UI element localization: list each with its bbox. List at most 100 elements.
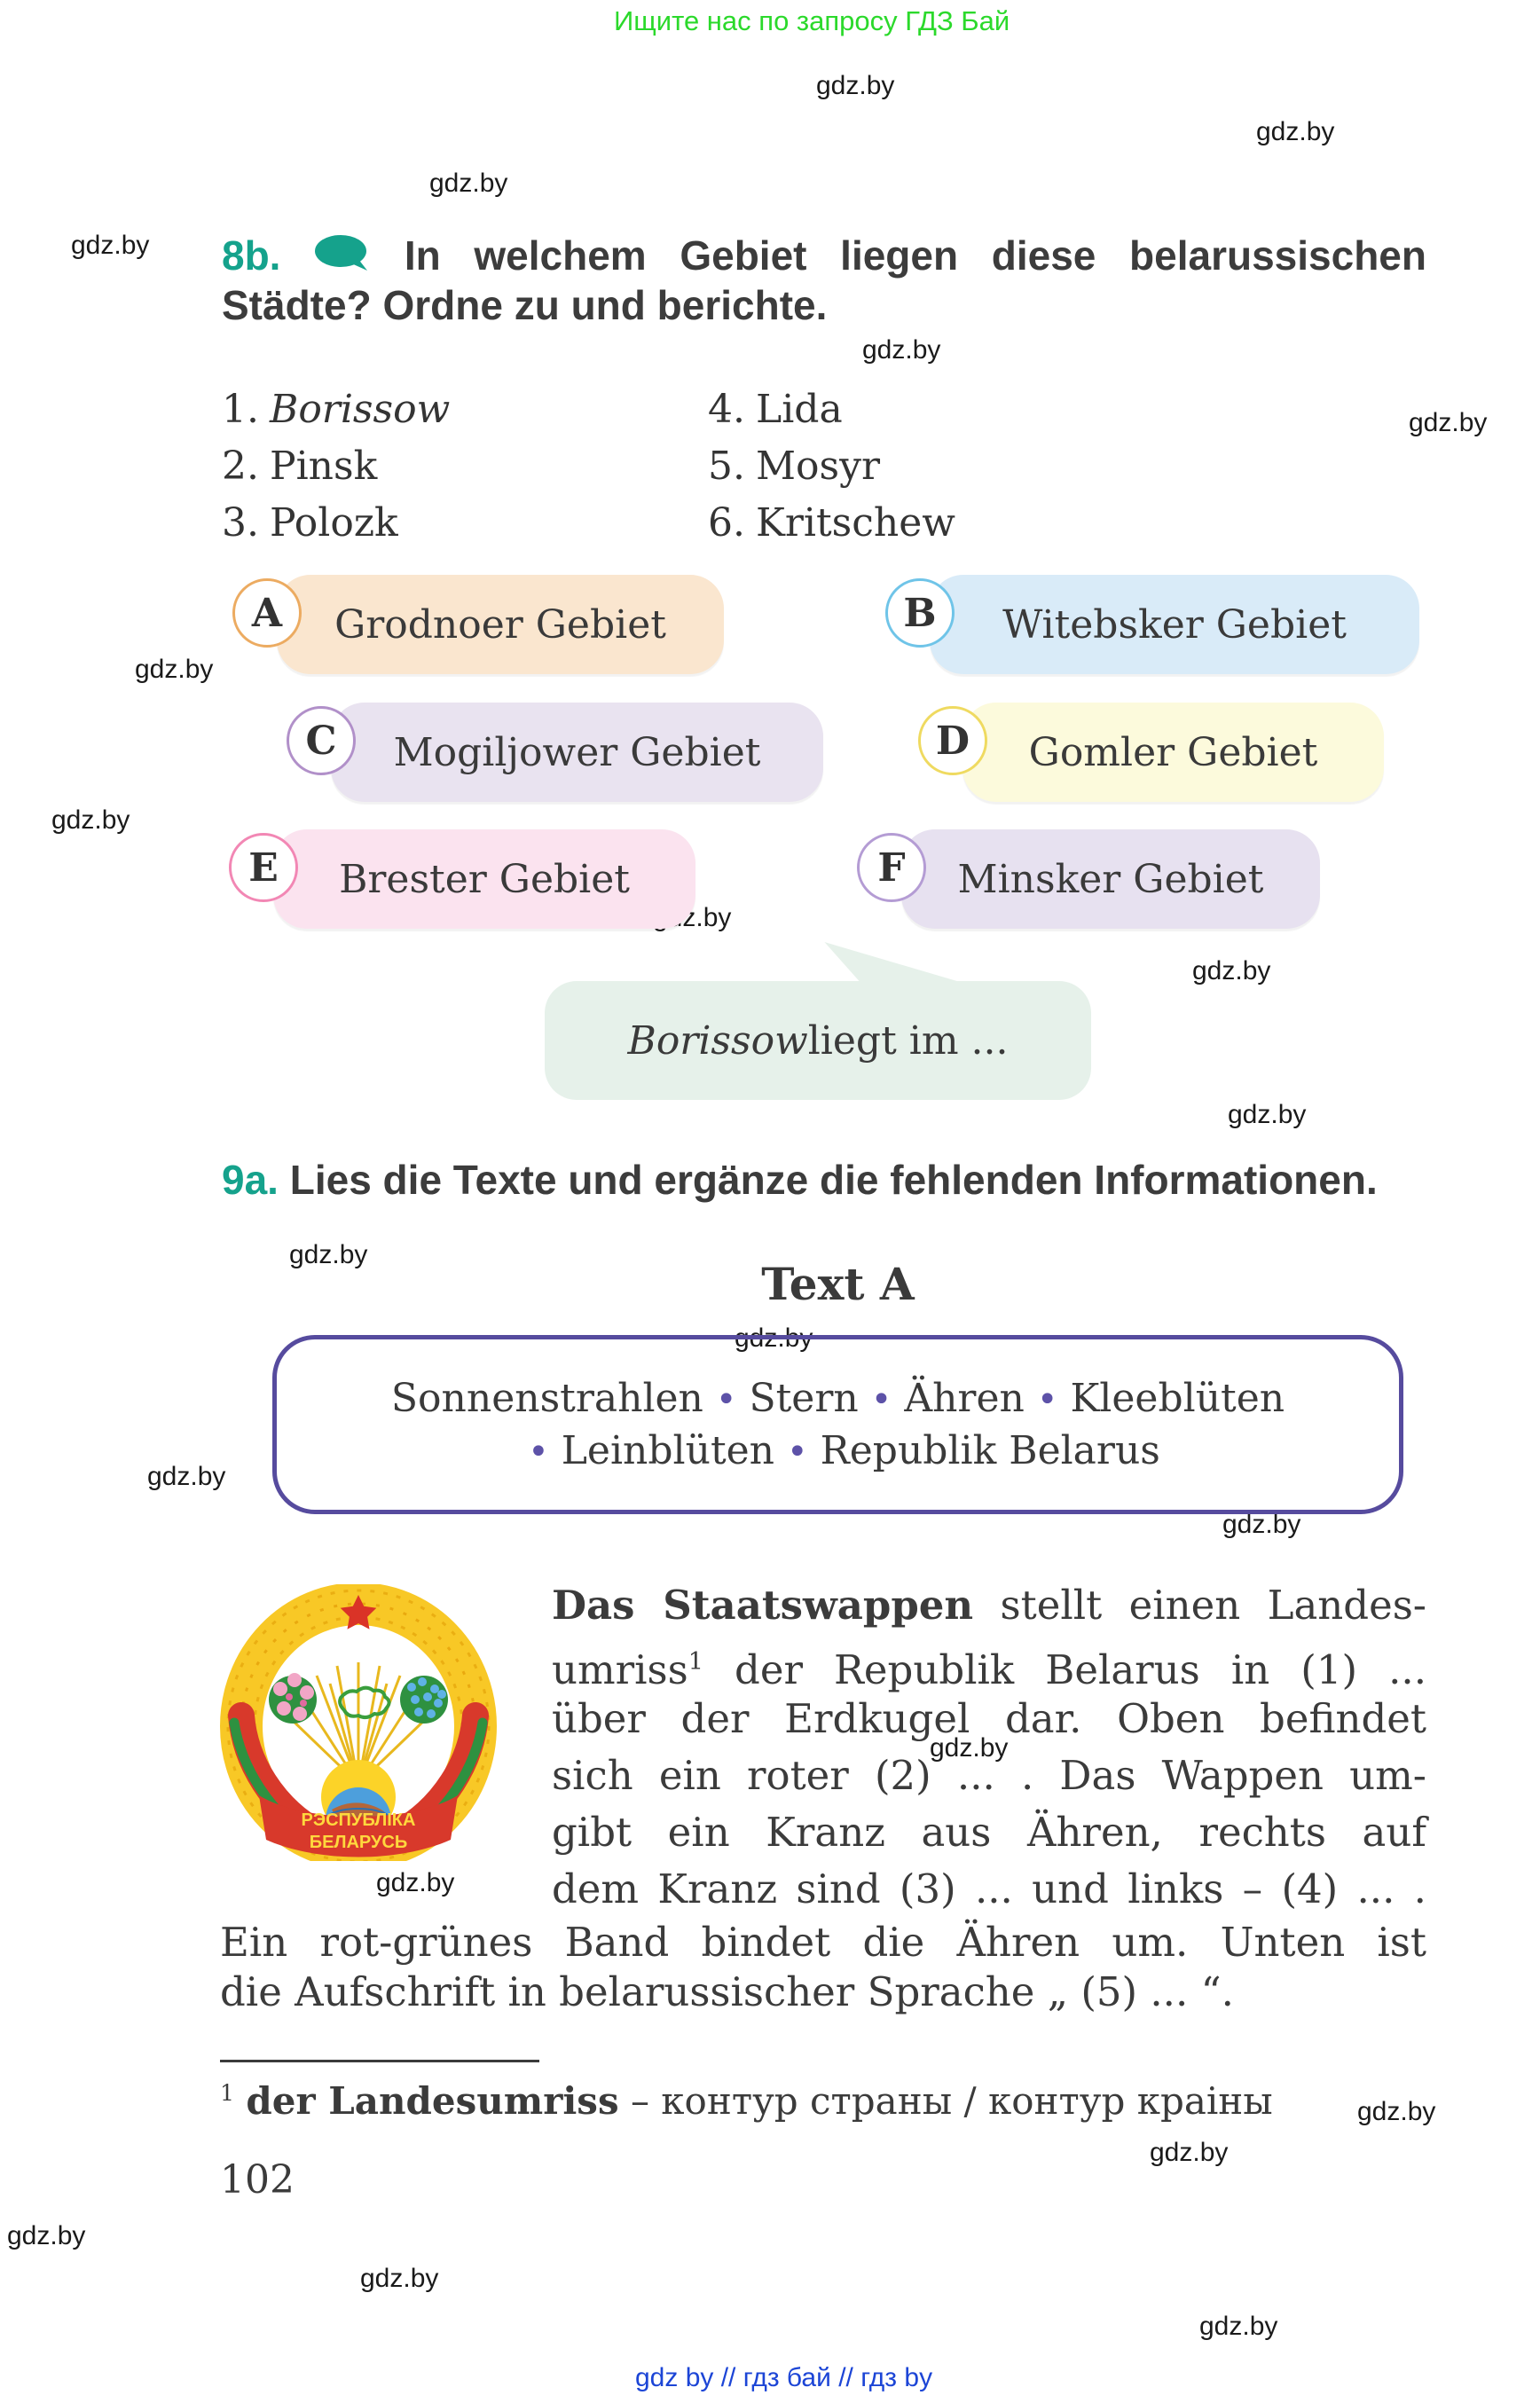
paragraph-text: der Republik Belarus in (1) ... — [703, 1646, 1426, 1693]
emblem-banner — [259, 1795, 458, 1857]
word-item: Stern — [749, 1376, 859, 1421]
region-letter-badge: A — [232, 578, 302, 648]
paragraph-line: Ein rot-grünes Band bindet die Ähren um.… — [220, 1919, 1426, 1966]
footer-links: gdz by // гдз бай // гдз by — [635, 2363, 933, 2392]
watermark: gdz.by — [51, 805, 130, 835]
region-chip-a: A Grodnoer Gebiet — [232, 575, 724, 674]
paragraph-text: umriss — [552, 1646, 688, 1693]
paragraph-bold-lead: Das Staatswappen — [552, 1582, 974, 1629]
footnote-reference: 1 — [688, 1648, 703, 1676]
clover-flowers — [269, 1673, 317, 1724]
footnote-number: 1 — [220, 2080, 235, 2106]
watermark: gdz.by — [7, 2221, 86, 2250]
region-letter: F — [877, 844, 906, 891]
word-separator: • — [787, 1432, 808, 1472]
footnote-term: der Landesumriss — [246, 2079, 619, 2123]
watermark: gdz.by — [360, 2264, 439, 2293]
city-number: 1. — [222, 387, 259, 432]
word-box-line2: • Leinblüten • Republik Belarus — [515, 1428, 1160, 1473]
footnote-translation: – контур страны / контур краіны — [618, 2079, 1273, 2123]
watermark: gdz.by — [1256, 117, 1335, 146]
region-chip-e: E Brester Gebiet — [229, 829, 695, 929]
belarus-coat-of-arms-image: РЭСПУБЛІКА БЕЛАРУСЬ — [220, 1584, 497, 1861]
region-letter: E — [248, 844, 279, 891]
word-item: Kleeblüten — [1070, 1376, 1285, 1421]
watermark: gdz.by — [1199, 2312, 1278, 2341]
region-label: Grodnoer Gebiet — [334, 601, 666, 648]
paragraph-text: stellt einen Landes- — [973, 1582, 1427, 1629]
watermark: gdz.by — [135, 655, 214, 684]
city-list-item: 6.Kritschew — [708, 500, 955, 546]
exercise-8b-title: In welchem Gebiet liegen diese belarussi… — [404, 232, 1426, 279]
speech-bubble-city: Borissow — [627, 1017, 808, 1064]
paragraph-line: die Aufschrift in belarussischer Sprache… — [220, 1968, 1234, 2015]
watermark: gdz.by — [862, 335, 941, 365]
city-name: Lida — [755, 387, 843, 432]
text-a-heading: Text A — [761, 1258, 915, 1310]
word-item: Leinblüten — [561, 1428, 775, 1473]
word-separator: • — [1036, 1379, 1058, 1420]
page-number: 102 — [220, 2157, 295, 2203]
footnote: 1 der Landesumriss – контур страны / кон… — [220, 2079, 1273, 2123]
word-item: Sonnenstrahlen — [390, 1376, 703, 1421]
city-number: 6. — [708, 500, 745, 546]
region-label: Witebsker Gebiet — [1002, 601, 1347, 648]
promo-banner: Ищите нас по запросу ГДЗ Бай — [614, 5, 1010, 36]
speech-bubble: Borissow liegt im ... — [545, 981, 1091, 1100]
word-item: Republik Belarus — [820, 1428, 1160, 1473]
region-letter-badge: F — [857, 833, 926, 902]
exercise-8b-number: 8b. — [222, 232, 281, 279]
watermark: gdz.by — [930, 1733, 1009, 1763]
exercise-8b-heading-line2: Städte? Ordne zu und berichte. — [222, 282, 828, 328]
word-separator: • — [528, 1432, 549, 1472]
exercise-9a-number: 9a. — [222, 1157, 279, 1203]
word-separator: • — [715, 1379, 737, 1420]
red-star-icon — [340, 1595, 377, 1629]
city-list-item: 5.Mosyr — [708, 444, 880, 489]
city-list-item: 4.Lida — [708, 387, 843, 432]
region-letter: B — [903, 590, 937, 636]
exercise-9a-title: Lies die Texte und ergänze die fehlenden… — [289, 1157, 1378, 1203]
paragraph-line: Das Staatswappen stellt einen Landes- — [552, 1581, 1426, 1630]
region-letter: D — [935, 718, 970, 764]
city-name: Borissow — [269, 387, 451, 432]
city-name: Kritschew — [755, 500, 955, 546]
city-number: 2. — [222, 444, 259, 489]
region-chip-f: F Minsker Gebiet — [857, 829, 1320, 929]
region-letter: C — [305, 718, 337, 764]
emblem-banner-text-line2: БЕЛАРУСЬ — [310, 1833, 408, 1852]
city-list-item: 3.Polozk — [222, 500, 398, 546]
watermark: gdz.by — [1150, 2138, 1229, 2167]
city-name: Polozk — [269, 500, 398, 546]
belarus-map-outline — [338, 1685, 391, 1720]
region-label: Gomler Gebiet — [1028, 729, 1318, 775]
city-number: 5. — [708, 444, 745, 489]
region-letter-badge: E — [229, 833, 298, 902]
watermark: gdz.by — [147, 1462, 226, 1491]
word-separator: • — [870, 1379, 892, 1420]
watermark: gdz.by — [1192, 956, 1271, 986]
region-letter-badge: D — [918, 706, 987, 775]
word-box: Sonnenstrahlen•Stern•Ähren•Kleeblüten •L… — [272, 1335, 1403, 1514]
watermark: gdz.by — [71, 231, 150, 260]
watermark: gdz.by — [289, 1240, 368, 1269]
watermark: gdz.by — [376, 1868, 455, 1897]
flax-flowers — [400, 1676, 448, 1724]
watermark: gdz.by — [429, 169, 508, 198]
watermark: gdz.by — [1222, 1510, 1301, 1539]
footnote-divider — [220, 2060, 539, 2062]
watermark: gdz.by — [1228, 1100, 1307, 1129]
city-list-item: 2.Pinsk — [222, 444, 377, 489]
city-number: 3. — [222, 500, 259, 546]
exercise-8b-heading-line1: 8b. In welchem Gebiet liegen diese belar… — [222, 232, 1426, 285]
region-label: Minsker Gebiet — [957, 856, 1264, 902]
paragraph-line: umriss1 der Republik Belarus in (1) ... — [552, 1637, 1426, 1695]
region-label: Mogiljower Gebiet — [393, 729, 761, 775]
watermark: gdz.by — [816, 71, 895, 100]
watermark: gdz.by — [1409, 408, 1488, 437]
city-name: Pinsk — [269, 444, 378, 489]
region-chip-d: D Gomler Gebiet — [918, 703, 1384, 802]
paragraph-line: sich ein roter (2) ... . Das Wappen um- — [552, 1752, 1426, 1799]
region-letter-badge: C — [287, 706, 356, 775]
region-letter-badge: B — [885, 578, 955, 648]
